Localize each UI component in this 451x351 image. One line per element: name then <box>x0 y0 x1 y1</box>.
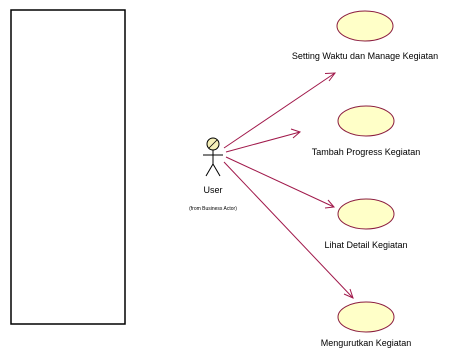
use-case-tambah-progress[interactable]: Tambah Progress Kegiatan <box>312 105 421 157</box>
use-case-setting-waktu[interactable]: Setting Waktu dan Manage Kegiatan <box>292 10 438 61</box>
use-case-mengurutkan[interactable]: Mengurutkan Kegiatan <box>321 301 412 348</box>
use-case-label: Setting Waktu dan Manage Kegiatan <box>292 51 438 61</box>
actor-head-mark <box>208 139 218 149</box>
association-arrowhead-4 <box>343 288 354 299</box>
use-case-label: Tambah Progress Kegiatan <box>312 147 421 157</box>
actor-stereotype: (from Business Actor) <box>189 206 237 212</box>
association-line-4[interactable] <box>223 161 354 299</box>
association-arrowhead-3 <box>324 199 335 209</box>
association-line-1[interactable] <box>223 72 336 149</box>
use-case-ellipse <box>337 301 395 333</box>
association-line-2[interactable] <box>225 131 301 153</box>
association-line-3[interactable] <box>225 156 335 208</box>
system-boundary-box[interactable] <box>10 9 126 325</box>
association-arrowhead-2 <box>290 128 301 139</box>
use-case-ellipse <box>336 10 394 42</box>
use-case-lihat-detail[interactable]: Lihat Detail Kegiatan <box>324 198 408 250</box>
associations <box>223 72 354 299</box>
actor-right-leg <box>212 163 221 177</box>
actor-name: User <box>203 185 222 195</box>
use-cases: Setting Waktu dan Manage Kegiatan Tambah… <box>292 10 438 348</box>
use-case-label: Lihat Detail Kegiatan <box>324 240 407 250</box>
use-case-ellipse <box>337 105 395 137</box>
actor-user[interactable]: User (from Business Actor) <box>189 137 237 212</box>
use-case-label: Mengurutkan Kegiatan <box>321 338 412 348</box>
use-case-ellipse <box>337 198 395 230</box>
association-arrowhead-1 <box>324 72 337 82</box>
actor-left-leg <box>205 163 214 177</box>
